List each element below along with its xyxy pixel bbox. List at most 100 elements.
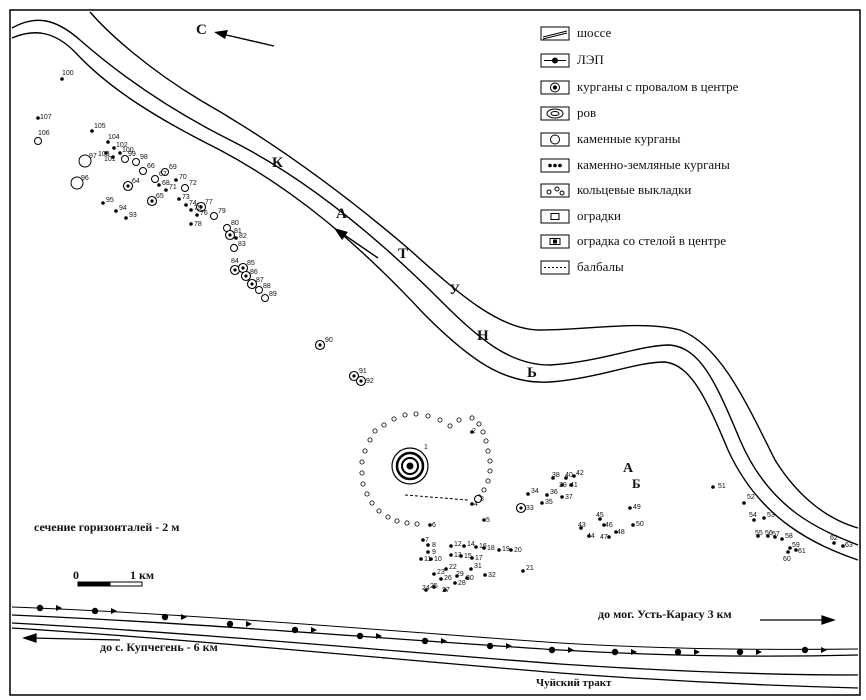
kurgan-marker-11 bbox=[419, 557, 423, 561]
power-pole-12 bbox=[736, 648, 744, 656]
ring-stone-7 bbox=[437, 417, 443, 423]
kurgan-marker-28 bbox=[453, 581, 457, 585]
kurgan-number-59: 59 bbox=[792, 542, 800, 549]
kurgan-marker-60 bbox=[786, 550, 790, 554]
site-letter-b: Б bbox=[632, 476, 641, 491]
kurgan-number-71: 71 bbox=[169, 184, 177, 191]
kurgan-marker-23 bbox=[432, 572, 436, 576]
power-line-tick-9 bbox=[568, 647, 574, 653]
kurgan-markers bbox=[34, 77, 845, 592]
kurgan-marker-7 bbox=[421, 538, 425, 542]
kurgan-marker-64 bbox=[122, 180, 134, 192]
kurgan-marker-45 bbox=[598, 517, 602, 521]
kurgan-number-27: 27 bbox=[442, 587, 450, 594]
enclosure-stele-icon bbox=[540, 234, 570, 249]
power-line-tick-6 bbox=[376, 633, 382, 639]
kurgan-number-68: 68 bbox=[162, 180, 170, 187]
kurgan-number-19: 19 bbox=[502, 546, 510, 553]
kurgan-number-18: 18 bbox=[487, 545, 495, 552]
kurgan-number-103: 103 bbox=[98, 151, 110, 158]
kurgan-marker-42 bbox=[572, 474, 576, 478]
kurgan-marker-68 bbox=[157, 183, 161, 187]
kurgan-marker-13 bbox=[449, 553, 453, 557]
kurgan-marker-78 bbox=[189, 222, 193, 226]
kurgan-number-2: 2 bbox=[472, 428, 476, 435]
river-letter-2: А bbox=[336, 206, 347, 222]
kurgan-marker-27 bbox=[443, 588, 447, 592]
power-line-tick-11 bbox=[694, 649, 700, 655]
power-pole-7 bbox=[421, 637, 429, 645]
distance-to-kupchegen: до с. Купчегень - 6 км bbox=[100, 640, 218, 654]
kurgan-marker-19 bbox=[497, 548, 501, 552]
kurgan-number-35: 35 bbox=[545, 499, 553, 506]
kurgan-number-11: 11 bbox=[424, 556, 432, 563]
kurgan-marker-69 bbox=[161, 168, 169, 176]
kurgan-marker-2 bbox=[470, 430, 474, 434]
balbal-icon bbox=[540, 260, 570, 275]
kurgan-number-105: 105 bbox=[94, 123, 106, 130]
ring-stone-15 bbox=[369, 500, 375, 506]
river-letter-6: Ь bbox=[527, 365, 537, 381]
kurgan-number-67: 67 bbox=[159, 171, 167, 178]
power-line-tick-1 bbox=[56, 605, 62, 611]
kurgan-marker-71 bbox=[164, 188, 168, 192]
map-frame bbox=[9, 9, 861, 696]
kurgan-number-33: 33 bbox=[526, 505, 534, 512]
ring-stone-11 bbox=[359, 459, 365, 465]
kurgan-number-41: 41 bbox=[570, 482, 578, 489]
kurgan-marker-65 bbox=[146, 195, 158, 207]
kurgan-number-60: 60 bbox=[783, 556, 791, 563]
ring-stone-19 bbox=[404, 520, 410, 526]
kurgan-marker-94 bbox=[114, 209, 118, 213]
power-pole-9 bbox=[548, 646, 556, 654]
kurgan-marker-29 bbox=[455, 574, 459, 578]
kurgan-number-87: 87 bbox=[256, 277, 264, 284]
power-pole-4 bbox=[226, 620, 234, 628]
kurgan-number-39: 39 bbox=[559, 482, 567, 489]
kurgan-marker-21 bbox=[521, 569, 525, 573]
legend-label-7: оградки bbox=[577, 208, 621, 223]
ring-stones bbox=[359, 411, 493, 527]
power-line-tick-10 bbox=[631, 649, 637, 655]
chuya-tract-road bbox=[11, 614, 859, 689]
kurgan-number-44: 44 bbox=[587, 533, 595, 540]
legend-label-0: шоссе bbox=[577, 25, 612, 40]
kurgan-number-31: 31 bbox=[474, 563, 482, 570]
scale-one-km: 1 км bbox=[130, 568, 155, 582]
kurgan-marker-57 bbox=[773, 535, 777, 539]
kurgan-marker-77 bbox=[195, 201, 207, 213]
kurgan-number-86: 86 bbox=[250, 269, 258, 276]
moat-icon bbox=[540, 106, 570, 121]
kurgan-marker-6 bbox=[428, 523, 432, 527]
kurgan-number-53: 53 bbox=[767, 512, 775, 519]
north-arrow bbox=[214, 30, 275, 47]
river-letter-3: Т bbox=[398, 246, 409, 262]
kurgan-marker-50 bbox=[631, 523, 635, 527]
kurgan-number-100b: 100 bbox=[122, 147, 134, 154]
kurgan-marker-82 bbox=[234, 236, 238, 240]
ring-stone-1 bbox=[372, 428, 378, 434]
kurgan-marker-106 bbox=[34, 137, 42, 145]
kurgan-marker-20 bbox=[509, 548, 513, 552]
ring-stone-14 bbox=[364, 491, 370, 497]
site-letter-a: А bbox=[623, 461, 634, 476]
kurgan-marker-90 bbox=[314, 339, 326, 351]
kurgan-number-88: 88 bbox=[263, 283, 271, 290]
kurgan-number-17: 17 bbox=[475, 555, 483, 562]
kurgan-number-6: 6 bbox=[432, 522, 436, 529]
kurgan-marker-100 bbox=[60, 77, 64, 81]
kurgan-number-99: 99 bbox=[128, 151, 136, 158]
power-pole-13 bbox=[801, 646, 809, 654]
kurgan-number-15: 15 bbox=[464, 553, 472, 560]
power-line-tick-12 bbox=[756, 649, 762, 655]
ring-stone-23 bbox=[476, 421, 482, 427]
kurgan-marker-55 bbox=[756, 534, 760, 538]
ring-stone-29 bbox=[485, 478, 491, 484]
kurgan-marker-103 bbox=[104, 151, 108, 155]
kurgan-number-91: 91 bbox=[359, 368, 367, 375]
ring-stone-22 bbox=[469, 415, 475, 421]
kurgan-marker-67 bbox=[151, 175, 159, 183]
kurgan-marker-26 bbox=[439, 577, 443, 581]
ring-stone-6 bbox=[425, 413, 431, 419]
